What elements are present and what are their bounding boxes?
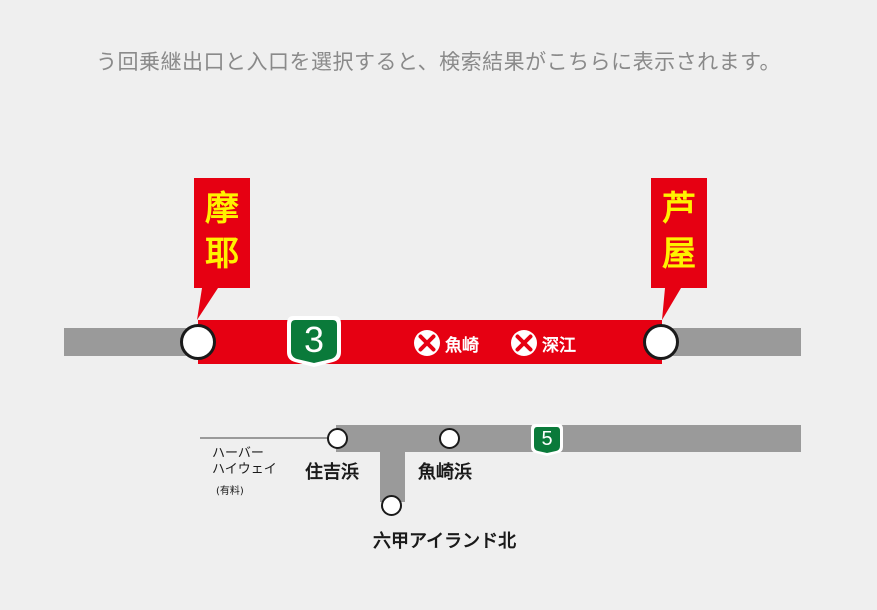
exit-flag-text-2: 耶 <box>205 234 239 274</box>
lower-road-branch <box>380 440 405 502</box>
closed-x-icon <box>511 330 537 356</box>
exit-flag-text-1: 摩 <box>205 189 239 229</box>
entry-flag-ashiya[interactable]: 芦 屋 <box>651 178 707 323</box>
label-rokko-island-kita: 六甲アイランド北 <box>373 531 517 552</box>
node-rokko-island-kita[interactable] <box>381 495 402 516</box>
harbor-highway-line <box>200 437 340 439</box>
node-sumiyoshihama[interactable] <box>327 428 348 449</box>
closed-x-icon <box>414 330 440 356</box>
closed-ramp-fukae: 深江 <box>510 328 576 358</box>
closed-ramp-label: 深江 <box>542 335 576 356</box>
route-shield-icon <box>531 424 563 456</box>
route-shield-icon <box>287 316 341 367</box>
instruction-text: う回乗継出口と入口を選択すると、検索結果がこちらに表示されます。 <box>95 50 782 74</box>
entry-node-ashiya[interactable] <box>643 324 679 360</box>
closed-ramp-uozaki: 魚崎 <box>413 328 479 358</box>
flag-pointer-shape <box>194 178 250 320</box>
entry-flag-text-2: 屋 <box>662 234 696 274</box>
flag-pointer-shape <box>651 178 707 320</box>
route-3-number: 3 <box>303 319 325 360</box>
route-3-shield: 3 <box>285 314 343 368</box>
exit-flag-maya[interactable]: 摩 耶 <box>194 178 250 323</box>
main-road-east <box>660 328 801 356</box>
label-uozakihama: 魚崎浜 <box>418 462 472 483</box>
harbor-highway-label-2: ハイウェイ <box>212 462 277 477</box>
harbor-highway-label-1: ハーバー <box>212 446 264 461</box>
harbor-highway-toll-note: (有料) <box>216 486 244 497</box>
entry-flag-text-1: 芦 <box>662 189 696 229</box>
closed-ramp-label: 魚崎 <box>445 335 479 356</box>
label-sumiyoshihama: 住吉浜 <box>305 462 359 483</box>
route-5-number: 5 <box>541 428 553 450</box>
route-5-shield: 5 <box>530 423 564 457</box>
node-uozakihama[interactable] <box>439 428 460 449</box>
exit-node-maya[interactable] <box>180 324 216 360</box>
lower-road <box>336 425 801 452</box>
